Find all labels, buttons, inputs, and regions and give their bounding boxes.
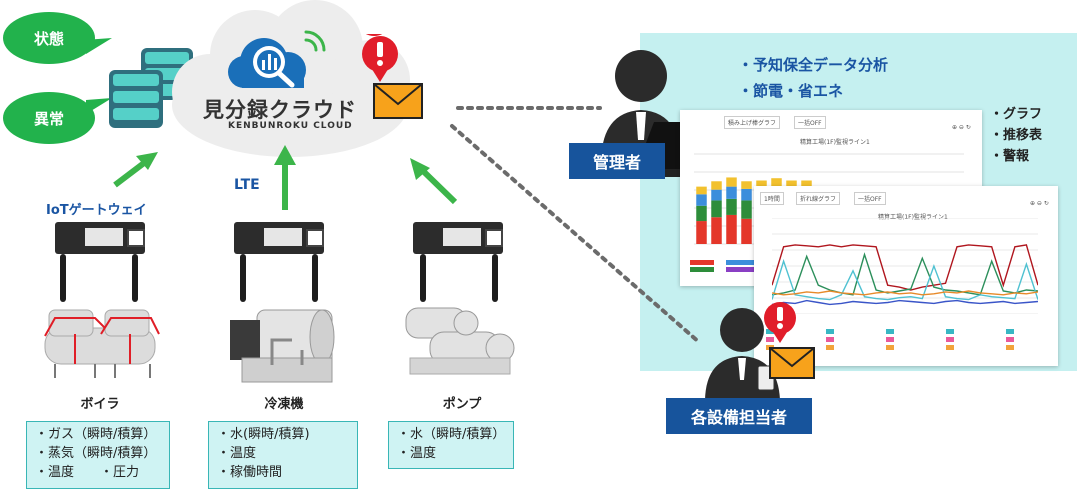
boiler-illustration	[44, 309, 160, 378]
bar-segment	[756, 180, 767, 189]
antenna	[492, 254, 498, 302]
chiller-illustration	[230, 309, 335, 383]
spec-line: ・温度 ・圧力	[35, 465, 140, 480]
bar-segment	[726, 177, 737, 187]
output-list: ・グラフ ・推移表 ・警報	[990, 104, 1042, 167]
chiller-spec-box: ・水(瞬時/積算) ・温度 ・稼働時間	[208, 421, 358, 489]
pump-illustration	[405, 307, 515, 375]
bar-segment	[741, 181, 752, 189]
alert-mail-icon	[362, 34, 423, 119]
gateway-device-boiler	[55, 222, 145, 254]
pump-spec-box: ・水（瞬時/積算） ・温度	[388, 421, 514, 469]
spec-line: ・ガス（瞬時/積算）	[35, 427, 157, 442]
back-legend	[690, 258, 810, 280]
status-bubble-tail	[84, 38, 112, 54]
interval-dropdown[interactable]: 1時間	[760, 192, 784, 205]
machine-name-chiller: 冷凍機	[264, 397, 304, 412]
cloud-subtitle: KENBUNROKU CLOUD	[228, 121, 353, 131]
iot-gateway-label: IoTゲートウェイ	[46, 203, 147, 218]
manager-role-label: 管理者	[569, 143, 665, 179]
line-chart-screen: 1時間 折れ線グラフ 一括OFF ⊕ ⊖ ↻ 精算工場(1F)監視ライン1	[754, 186, 1058, 366]
lte-label: LTE	[234, 177, 260, 193]
bar-segment	[711, 217, 722, 244]
bar-segment	[771, 178, 782, 188]
gateway-device-pump	[413, 222, 503, 254]
status-label: 状態	[33, 29, 64, 48]
cloud-logo-icon	[228, 30, 326, 88]
machine-name-boiler: ボイラ	[80, 397, 120, 412]
manager-point: ・予知保全データ分析	[738, 56, 889, 74]
antenna	[60, 254, 66, 302]
gateway-up-arrows	[113, 145, 458, 210]
spec-line: ・蒸気（瞬時/積算）	[35, 446, 157, 461]
spec-line: ・水(瞬時/積算)	[217, 427, 310, 442]
front-all-off-button[interactable]: 一括OFF	[854, 192, 886, 205]
zoom-icons[interactable]: ⊕ ⊖ ↻	[1030, 200, 1049, 207]
bar-segment	[726, 198, 737, 215]
staff-alert-mail-icon	[764, 302, 815, 379]
bar-segment	[741, 218, 752, 244]
spec-line: ・水（瞬時/積算）	[397, 427, 506, 442]
spec-line: ・温度	[217, 446, 257, 461]
series-line	[772, 290, 1038, 296]
back-chart-title: 精算工場(1F)監視ライン1	[800, 139, 870, 146]
staff-person-icon	[705, 308, 780, 400]
bar-segment	[786, 180, 797, 189]
manager-points: ・予知保全データ分析 ・節電・省エネ	[738, 52, 888, 104]
bar-segment	[696, 221, 707, 244]
antenna	[240, 254, 246, 302]
line-chart	[772, 218, 1038, 314]
zoom-icons[interactable]: ⊕ ⊖ ↻	[952, 124, 971, 131]
status-bubble: 状態	[3, 12, 95, 64]
bar-segment	[696, 205, 707, 222]
machine-name-pump: ポンプ	[442, 397, 482, 412]
cloud-name: 見分録クラウド	[203, 98, 357, 122]
abnormal-label: 異常	[33, 109, 64, 128]
bar-segment	[696, 194, 707, 206]
bar-segment	[726, 186, 737, 199]
front-legend	[766, 326, 1046, 358]
bar-segment	[741, 200, 752, 219]
boiler-spec-box: ・ガス（瞬時/積算） ・蒸気（瞬時/積算） ・温度 ・圧力	[26, 421, 170, 489]
chart-type-dropdown[interactable]: 積み上げ棒グラフ	[724, 116, 781, 129]
output-item: ・グラフ	[990, 107, 1043, 122]
bar-segment	[711, 181, 722, 190]
antenna	[420, 254, 426, 302]
series-line	[772, 244, 1038, 291]
bar-segment	[696, 186, 707, 195]
bar-segment	[726, 214, 737, 244]
line-type-dropdown[interactable]: 折れ線グラフ	[796, 192, 841, 205]
spec-line: ・温度	[397, 446, 437, 461]
all-off-button[interactable]: 一括OFF	[794, 116, 826, 129]
series-line	[772, 252, 1038, 296]
abnormal-bubble-tail	[86, 98, 112, 114]
antenna	[132, 254, 138, 302]
spec-line: ・稼働時間	[217, 465, 283, 480]
output-item: ・推移表	[990, 128, 1043, 143]
gateway-device-chiller	[234, 222, 324, 254]
bar-segment	[741, 188, 752, 201]
bar-segment	[711, 200, 722, 218]
abnormal-bubble: 異常	[3, 92, 95, 144]
bar-segment	[711, 189, 722, 201]
series-line	[772, 258, 1038, 301]
staff-role-label: 各設備担当者	[666, 398, 812, 434]
output-item: ・警報	[990, 149, 1030, 164]
series-line	[772, 299, 1038, 306]
bar-segment	[801, 180, 812, 190]
manager-point: ・節電・省エネ	[738, 82, 844, 100]
antenna	[312, 254, 318, 302]
